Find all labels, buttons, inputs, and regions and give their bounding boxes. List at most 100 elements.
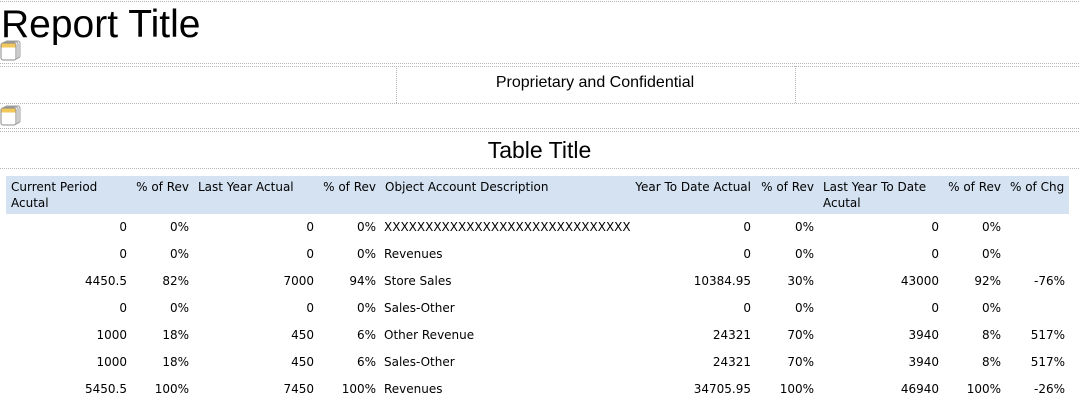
table-cell: 70% — [787, 355, 814, 369]
section-divider — [0, 168, 1079, 169]
table-cell: 5450.5 — [85, 382, 127, 396]
table-cell: 450 — [291, 328, 314, 342]
section-divider — [0, 63, 1079, 64]
table-cell: 0 — [931, 220, 939, 234]
table-cell: 0% — [356, 301, 376, 315]
column-header[interactable]: Object Account Description — [380, 176, 630, 214]
table-row[interactable]: 1000 18% 450 6% Other Revenue 24321 70% 3940 8% 5… — [6, 322, 1069, 349]
object-placeholder-icon[interactable] — [0, 104, 22, 126]
report-title: Report Title — [1, 3, 201, 46]
table-cell: 0% — [169, 247, 189, 261]
table-cell: 0 — [119, 247, 127, 261]
table-cell: 8% — [981, 355, 1001, 369]
table-cell: 0% — [169, 220, 189, 234]
table-cell: -26% — [1033, 382, 1065, 396]
table-cell: 18% — [162, 355, 189, 369]
table-cell: 4450.5 — [85, 274, 127, 288]
table-row[interactable]: 5450.5 100% 7450 100% Revenues 34705.95 100% 46… — [6, 376, 1069, 403]
confidential-cell — [396, 66, 796, 103]
table-cell: Sales-Other — [384, 301, 455, 315]
table-cell: 517% — [1030, 328, 1065, 342]
table-cell — [1005, 241, 1069, 268]
table-cell: 10384.95 — [693, 274, 751, 288]
table-cell: Revenues — [384, 382, 443, 396]
section-divider — [0, 128, 1079, 129]
column-header[interactable]: % of Chg — [1005, 176, 1069, 214]
table-header-row: Current Period Acutal % of Rev Last Year… — [6, 176, 1069, 214]
table-cell: 3940 — [908, 328, 939, 342]
table-cell: 0% — [981, 220, 1001, 234]
table-cell: 0 — [743, 247, 751, 261]
table-cell: 100% — [341, 382, 376, 396]
section-divider — [0, 66, 1079, 67]
column-header[interactable]: Year To Date Actual — [630, 176, 755, 214]
table-cell: 70% — [787, 328, 814, 342]
table-cell: 0% — [169, 301, 189, 315]
table-cell: 0 — [306, 247, 314, 261]
section-divider — [0, 1, 1079, 2]
table-cell: 0% — [356, 247, 376, 261]
column-header[interactable]: Current Period Acutal — [6, 176, 131, 214]
table-cell: 0 — [743, 301, 751, 315]
table-row[interactable]: 0 0% 0 0% XXXXXXXXXXXXXXXXXXXXXXXXXXXXXXXX 0 0… — [6, 214, 1069, 241]
table-cell: 0 — [119, 301, 127, 315]
column-header[interactable]: % of Rev — [755, 176, 818, 214]
table-cell: 0% — [981, 301, 1001, 315]
column-header[interactable]: % of Rev — [943, 176, 1005, 214]
table-cell: 3940 — [908, 355, 939, 369]
table-cell: 0% — [356, 220, 376, 234]
table-cell: Sales-Other — [384, 355, 455, 369]
table-cell: 1000 — [96, 328, 127, 342]
table-cell: 46940 — [900, 382, 939, 396]
table-cell: 0% — [794, 220, 814, 234]
table-cell: 0% — [981, 247, 1001, 261]
table-title: Table Title — [487, 137, 592, 163]
table-cell: 0% — [794, 301, 814, 315]
table-cell: 0 — [306, 301, 314, 315]
table-cell: 100% — [966, 382, 1001, 396]
table-cell: 0 — [931, 301, 939, 315]
table-cell: 43000 — [900, 274, 939, 288]
table-cell: 24321 — [712, 328, 751, 342]
report-table: Current Period Acutal % of Rev Last Year… — [6, 176, 1069, 403]
table-cell: 517% — [1030, 355, 1065, 369]
table-cell: 30% — [787, 274, 814, 288]
table-cell: 6% — [356, 355, 376, 369]
table-cell: 450 — [291, 355, 314, 369]
table-cell: 18% — [162, 328, 189, 342]
section-divider — [0, 103, 1079, 104]
table-cell: XXXXXXXXXXXXXXXXXXXXXXXXXXXXXXXX — [384, 220, 630, 234]
table-cell: 0% — [794, 247, 814, 261]
object-placeholder-icon[interactable] — [0, 39, 22, 61]
table-cell: Store Sales — [384, 274, 452, 288]
table-cell: Revenues — [384, 247, 443, 261]
table-cell: 1000 — [96, 355, 127, 369]
table-cell: 82% — [162, 274, 189, 288]
table-cell: 0 — [306, 220, 314, 234]
table-cell: 100% — [779, 382, 814, 396]
table-cell: Other Revenue — [384, 328, 475, 342]
table-cell: 0 — [119, 220, 127, 234]
column-header[interactable]: % of Rev — [131, 176, 193, 214]
table-cell: 34705.95 — [693, 382, 751, 396]
table-cell: 24321 — [712, 355, 751, 369]
table-cell: 7450 — [283, 382, 314, 396]
column-header[interactable]: Last Year Actual — [193, 176, 318, 214]
table-row[interactable]: 1000 18% 450 6% Sales-Other 24321 70% 3940 8% 517… — [6, 349, 1069, 376]
table-cell — [1005, 295, 1069, 322]
column-header[interactable]: Last Year To Date Acutal — [818, 176, 943, 214]
column-header[interactable]: % of Rev — [318, 176, 380, 214]
table-cell: 0 — [743, 220, 751, 234]
section-divider — [0, 131, 1079, 132]
table-cell: 8% — [981, 328, 1001, 342]
confidential-label: Proprietary and Confidential — [495, 74, 695, 91]
table-cell: -76% — [1033, 274, 1065, 288]
table-cell: 100% — [154, 382, 189, 396]
table-row[interactable]: 0 0% 0 0% Sales-Other 0 0% 0 0% — [6, 295, 1069, 322]
table-cell — [1005, 214, 1069, 241]
table-cell: 94% — [349, 274, 376, 288]
table-cell: 6% — [356, 328, 376, 342]
